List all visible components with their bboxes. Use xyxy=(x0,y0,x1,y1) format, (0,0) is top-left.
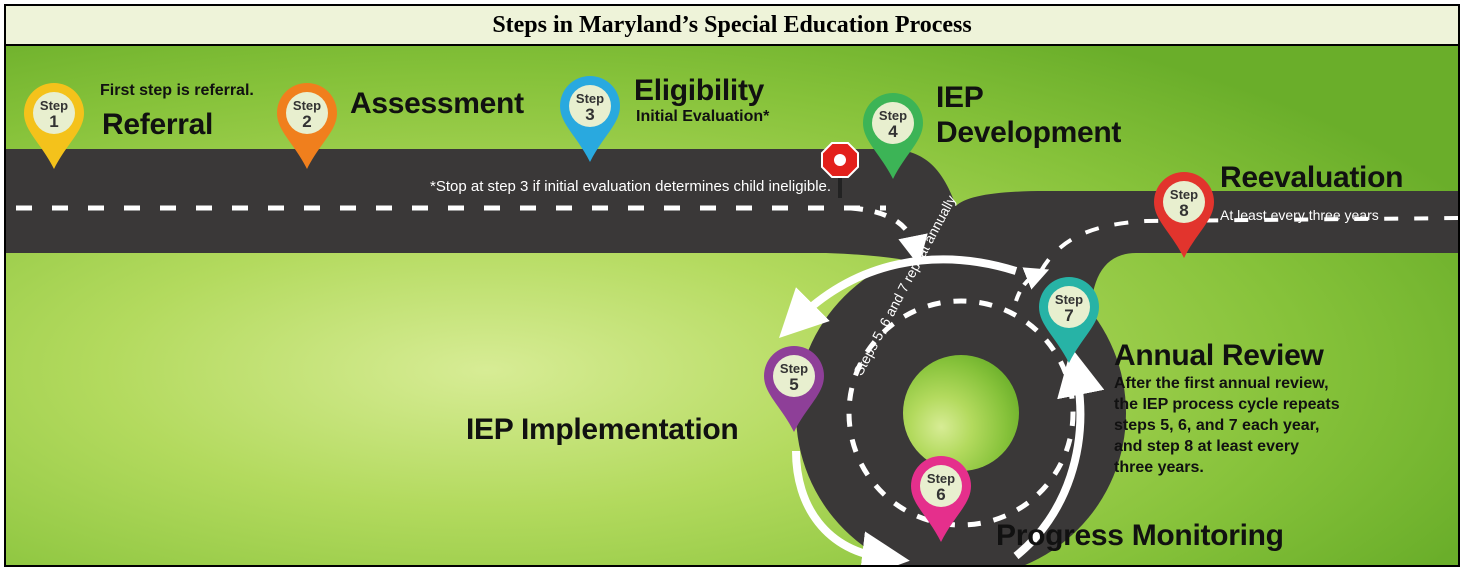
step-label: Step xyxy=(1054,292,1084,307)
step-label: Step xyxy=(878,108,908,123)
step-number: 7 xyxy=(1064,306,1074,325)
step-6-pin: Step 6 xyxy=(908,454,974,546)
step-4-pin: Step 4 xyxy=(860,91,926,183)
map-pin-icon xyxy=(24,83,84,169)
reevaluation-dash-arrow xyxy=(1014,267,1050,302)
step-5-pin: Step 5 xyxy=(761,344,827,436)
iep-development-title-line1: IEP xyxy=(936,81,984,114)
step-3-pin: Step 3 xyxy=(557,74,623,166)
step-label: Step xyxy=(292,98,322,113)
step-label: Step xyxy=(39,98,69,113)
road-scene: Step 1 Step 2 Step 3 Step 4 xyxy=(6,46,1458,565)
annual-review-line: steps 5, 6, and 7 each year, xyxy=(1114,417,1320,434)
annual-review-title: Annual Review xyxy=(1114,339,1324,372)
step-label: Step xyxy=(779,361,809,376)
step-number: 6 xyxy=(936,485,946,504)
annual-review-line: After the first annual review, xyxy=(1114,375,1329,392)
step-label: Step xyxy=(575,91,605,106)
referral-intro: First step is referral. xyxy=(100,82,254,99)
roundabout-island xyxy=(903,355,1019,471)
annual-review-description: After the first annual review, the IEP p… xyxy=(1114,376,1340,476)
referral-title: Referral xyxy=(102,108,213,141)
step-number: 2 xyxy=(302,112,312,131)
step-7-pin: Step 7 xyxy=(1036,275,1102,367)
iep-development-title-line2: Development xyxy=(936,116,1122,149)
annual-review-line: three years. xyxy=(1114,459,1204,476)
eligibility-subtitle: Initial Evaluation* xyxy=(636,108,770,125)
step-label: Step xyxy=(1169,187,1199,202)
reevaluation-dash xyxy=(1039,216,1458,272)
annual-review-line: and step 8 at least every xyxy=(1114,438,1299,455)
stop-sign-icon xyxy=(821,142,859,198)
map-pin-icon xyxy=(911,456,971,542)
inner-cycle-ring xyxy=(846,298,1076,528)
map-pin-icon xyxy=(1039,277,1099,363)
map-pin-icon xyxy=(560,76,620,162)
diagram-frame: Steps in Maryland’s Special Education Pr… xyxy=(4,4,1460,567)
reevaluation-title: Reevaluation xyxy=(1220,161,1404,194)
eligibility-title: Eligibility xyxy=(634,74,765,107)
step-number: 1 xyxy=(49,112,59,131)
stop-note: *Stop at step 3 if initial evaluation de… xyxy=(430,178,832,195)
map-pin-icon xyxy=(1154,172,1214,258)
background xyxy=(6,46,1458,565)
annual-review-line: the IEP process cycle repeats xyxy=(1114,396,1340,413)
road-illustration xyxy=(6,46,1458,565)
assessment-title: Assessment xyxy=(350,87,524,120)
map-pin-icon xyxy=(764,346,824,432)
title-bar: Steps in Maryland’s Special Education Pr… xyxy=(6,6,1458,46)
reevaluation-subtitle: At least every three years xyxy=(1220,207,1379,223)
step-number: 8 xyxy=(1179,201,1189,220)
step-number: 5 xyxy=(789,375,799,394)
step-8-pin: Step 8 xyxy=(1151,170,1217,262)
progress-monitoring-title: Progress Monitoring xyxy=(996,519,1284,552)
step-1-pin: Step 1 xyxy=(21,81,87,173)
step-number: 3 xyxy=(585,105,595,124)
iep-implementation-title: IEP Implementation xyxy=(466,413,739,446)
step-number: 4 xyxy=(888,122,898,141)
cycle-arrow-bottom xyxy=(792,450,910,565)
main-road xyxy=(6,149,1458,346)
entry-dash xyxy=(850,205,928,266)
cycle-arrow-top xyxy=(779,255,1018,338)
step-2-pin: Step 2 xyxy=(274,81,340,173)
cycle-arrow-right xyxy=(1013,347,1105,560)
map-pin-icon xyxy=(277,83,337,169)
step-label: Step xyxy=(926,471,956,486)
diagram-title: Steps in Maryland’s Special Education Pr… xyxy=(492,11,972,38)
map-pin-icon xyxy=(863,93,923,179)
